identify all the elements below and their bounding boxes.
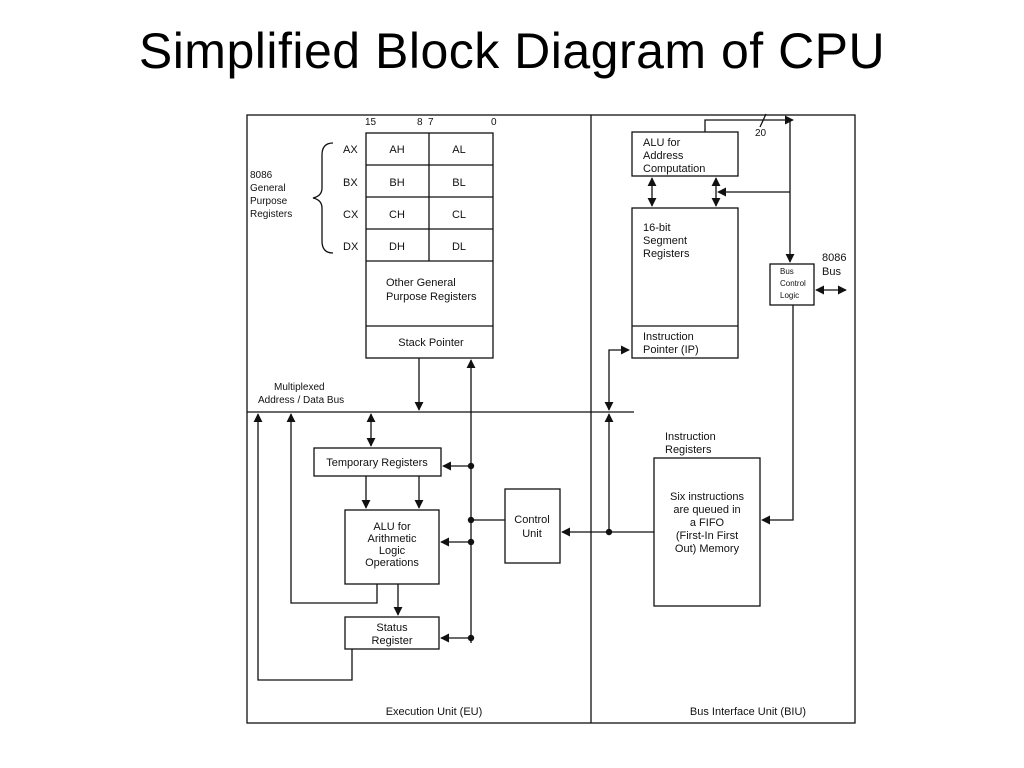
- svg-text:16-bit: 16-bit: [643, 222, 671, 234]
- svg-text:Operations: Operations: [365, 557, 419, 569]
- control-unit-box: [504, 488, 561, 564]
- control-unit-label-line1: Control: [514, 514, 549, 526]
- status-register-label-line1: Status: [376, 622, 408, 634]
- bus-control-logic-line2: Control: [780, 279, 806, 288]
- instruction-registers-label-line2: Registers: [665, 444, 712, 456]
- bus-8086-label-line2: Bus: [822, 266, 841, 278]
- instruction-pointer-label-line1: Instruction: [643, 331, 694, 343]
- svg-text:Address: Address: [643, 150, 684, 162]
- svg-text:Six instructions: Six instructions: [670, 491, 744, 503]
- register-al: AL: [452, 144, 465, 156]
- control-unit-label-line2: Unit: [522, 528, 542, 540]
- register-name-dx: DX: [343, 241, 359, 253]
- mux-bus-label-line2: Address / Data Bus: [258, 395, 344, 406]
- mux-bus-label-line1: Multiplexed: [274, 382, 325, 393]
- bus-to-ip-arrow: [604, 345, 630, 411]
- svg-text:ALU for: ALU for: [643, 137, 681, 149]
- segment-registers-label: 16-bit Segment Registers: [643, 222, 690, 260]
- svg-text:a FIFO: a FIFO: [690, 517, 725, 529]
- alu-arithmetic-box: [344, 509, 440, 585]
- bit-label-8: 8: [417, 117, 423, 128]
- status-register-label-line2: Register: [372, 635, 413, 647]
- bus-to-queue-arrow: [761, 305, 794, 525]
- status-register-box: [344, 616, 440, 650]
- gp-group-label: 8086 General Purpose Registers: [250, 170, 292, 220]
- register-name-cx: CX: [343, 209, 359, 221]
- svg-text:8086: 8086: [250, 170, 273, 181]
- svg-text:Segment: Segment: [643, 235, 687, 247]
- register-dh: DH: [389, 241, 405, 253]
- svg-text:Computation: Computation: [643, 163, 705, 175]
- register-name-bx: BX: [343, 177, 358, 189]
- segment-registers-box: [631, 207, 739, 359]
- svg-text:ALU for: ALU for: [373, 521, 411, 533]
- svg-text:Registers: Registers: [643, 248, 690, 260]
- bus-control-logic-line1: Bus: [780, 267, 794, 276]
- alu-feedback-to-bus: [286, 413, 378, 604]
- svg-text:Out) Memory: Out) Memory: [675, 543, 740, 555]
- svg-text:Arithmetic: Arithmetic: [368, 533, 417, 545]
- svg-text:Logic: Logic: [379, 545, 406, 557]
- register-brace: [312, 142, 334, 254]
- address-bus-20bit: [704, 119, 795, 263]
- bus-control-logic-box: [769, 263, 815, 306]
- register-cl: CL: [452, 209, 466, 221]
- temporary-registers-box: [313, 447, 442, 477]
- bus-width-label: 20: [755, 128, 767, 139]
- bit-label-7: 7: [428, 117, 434, 128]
- other-gp-registers-line1: Other General: [386, 277, 456, 289]
- instruction-queue-box: [653, 457, 761, 607]
- svg-text:are queued in: are queued in: [673, 504, 740, 516]
- register-bl: BL: [452, 177, 465, 189]
- register-dl: DL: [452, 241, 466, 253]
- temporary-registers-label: Temporary Registers: [326, 457, 428, 469]
- register-ah: AH: [389, 144, 404, 156]
- register-bh: BH: [389, 177, 404, 189]
- register-ch: CH: [389, 209, 405, 221]
- bus-interface-unit-label: Bus Interface Unit (BIU): [690, 706, 806, 718]
- svg-text:General: General: [250, 183, 286, 194]
- other-gp-registers-line2: Purpose Registers: [386, 291, 477, 303]
- bus-8086-label-line1: 8086: [822, 252, 846, 264]
- alu-arithmetic-label: ALU for Arithmetic Logic Operations: [365, 521, 419, 569]
- bit-label-0: 0: [491, 117, 497, 128]
- alu-address-label: ALU for Address Computation: [643, 137, 705, 175]
- svg-text:Purpose: Purpose: [250, 196, 288, 207]
- execution-unit-label: Execution Unit (EU): [386, 706, 483, 718]
- bus-control-logic-line3: Logic: [780, 291, 799, 300]
- slide-title: Simplified Block Diagram of CPU: [138, 23, 886, 79]
- alu-address-box: [631, 131, 739, 177]
- stack-pointer-label: Stack Pointer: [398, 337, 464, 349]
- outer-frame: [246, 114, 856, 724]
- instruction-pointer-label-line2: Pointer (IP): [643, 344, 699, 356]
- svg-text:Registers: Registers: [250, 209, 292, 220]
- instruction-queue-text: Six instructions are queued in a FIFO (F…: [670, 491, 744, 555]
- register-name-ax: AX: [343, 144, 358, 156]
- svg-text:(First-In First: (First-In First: [676, 530, 738, 542]
- status-feedback-to-bus: [253, 413, 353, 681]
- instruction-registers-label-line1: Instruction: [665, 431, 716, 443]
- bit-label-15: 15: [365, 117, 377, 128]
